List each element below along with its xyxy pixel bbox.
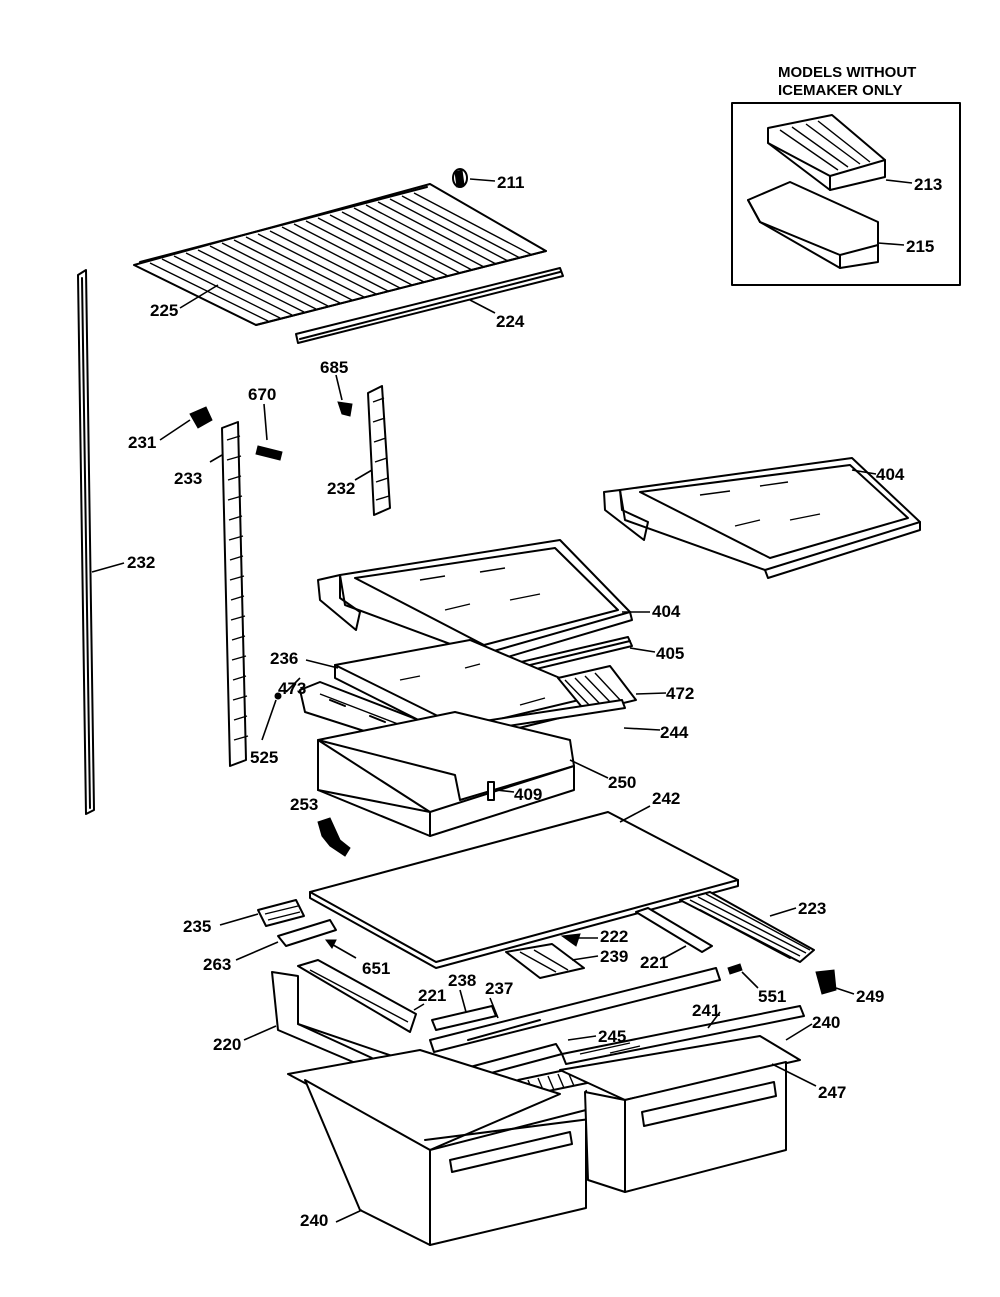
callout-232-left: 232	[127, 553, 155, 572]
callout-239: 239	[600, 947, 628, 966]
callout-231: 231	[128, 433, 156, 452]
callout-250: 250	[608, 773, 636, 792]
ice-tray	[767, 114, 886, 191]
center-rail-237	[429, 967, 721, 1053]
crisper-rail-right	[679, 891, 815, 963]
shelf-trim	[295, 267, 564, 344]
screw-551	[727, 963, 743, 975]
callout-235: 235	[183, 917, 211, 936]
callout-472: 472	[666, 684, 694, 703]
callout-213: 213	[914, 175, 942, 194]
crisper-cover-glass	[309, 811, 739, 969]
inset-title-line1: MODELS WITHOUT	[778, 64, 916, 81]
callout-651: 651	[362, 959, 390, 978]
callout-221-left: 221	[418, 986, 446, 1005]
callout-404-upper: 404	[876, 465, 905, 484]
callout-525: 525	[250, 748, 278, 767]
callout-225: 225	[150, 301, 178, 320]
callout-224: 224	[496, 312, 525, 331]
callout-236: 236	[270, 649, 298, 668]
callout-473: 473	[278, 679, 306, 698]
callout-551: 551	[758, 987, 786, 1006]
callout-238: 238	[448, 971, 476, 990]
front-rail-241	[561, 1005, 805, 1065]
callout-244: 244	[660, 723, 689, 742]
glass-shelf-upper	[603, 457, 921, 579]
glass-shelf-middle	[317, 539, 633, 665]
callout-211: 211	[497, 173, 524, 192]
meat-pan-drawer	[317, 711, 575, 837]
cover-clip	[560, 933, 581, 947]
ice-bin	[747, 181, 879, 269]
pan-stop	[487, 781, 495, 801]
callout-685: 685	[320, 358, 348, 377]
callout-245: 245	[598, 1027, 626, 1046]
callout-233: 233	[174, 469, 202, 488]
callout-242: 242	[652, 789, 680, 808]
screw-685	[335, 374, 353, 417]
callout-670: 670	[248, 385, 276, 404]
crisper-drawer-left	[287, 1049, 599, 1246]
inset-title-line2: ICEMAKER ONLY	[778, 82, 902, 99]
wire-shelf	[133, 183, 547, 326]
callout-222: 222	[600, 927, 628, 946]
callout-215: 215	[906, 237, 934, 256]
shelf-cap	[452, 168, 468, 188]
inset-box: MODELS WITHOUT ICEMAKER ONLY 213 215	[731, 64, 961, 286]
cover-hinge	[257, 899, 305, 927]
callout-249: 249	[856, 987, 884, 1006]
callout-237: 237	[485, 979, 513, 998]
cover-support-left	[277, 919, 337, 947]
short-rail	[367, 385, 391, 516]
callout-232-short: 232	[327, 479, 355, 498]
callout-253: 253	[290, 795, 318, 814]
callout-240-right: 240	[812, 1013, 840, 1032]
callout-405: 405	[656, 644, 684, 663]
ladder-rail	[221, 421, 249, 767]
roller-249	[815, 969, 837, 995]
cover-bracket	[505, 943, 585, 979]
rail-cap	[189, 406, 213, 429]
callout-241: 241	[692, 1001, 720, 1020]
long-rail-left	[77, 269, 95, 815]
center-rail-238	[431, 1005, 497, 1031]
pan-clip	[317, 817, 351, 857]
callout-247: 247	[818, 1083, 846, 1102]
cover-rail-right	[635, 907, 713, 953]
callout-221-right: 221	[640, 953, 668, 972]
callout-263: 263	[203, 955, 231, 974]
callout-404-middle: 404	[652, 602, 681, 621]
callout-223: 223	[798, 899, 826, 918]
screw-670	[255, 403, 283, 461]
callout-240-left: 240	[300, 1211, 328, 1230]
cover-rail-left	[297, 959, 417, 1033]
callout-220: 220	[213, 1035, 241, 1054]
crisper-drawer-right	[559, 1035, 801, 1193]
callout-409: 409	[514, 785, 542, 804]
